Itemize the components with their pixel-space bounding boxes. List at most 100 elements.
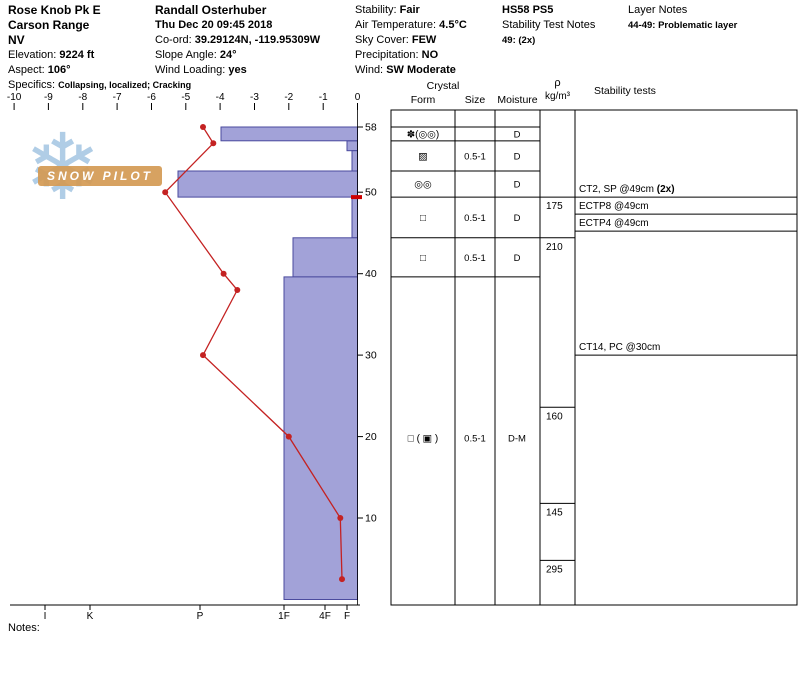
notes-label: Notes: xyxy=(8,622,40,634)
hardness-tick-label: P xyxy=(197,611,204,622)
moisture-value: D xyxy=(514,130,521,141)
form-header: Form xyxy=(410,94,436,106)
wind-label: Wind: xyxy=(355,64,384,76)
density-value: 295 xyxy=(546,564,563,575)
precip-label: Precipitation: xyxy=(355,49,419,61)
stability-label: Stability: xyxy=(355,4,397,16)
temp-tick-label: -5 xyxy=(181,92,190,103)
site-block: Rose Knob Pk E Carson Range NV Elevation… xyxy=(8,3,191,93)
hardness-tick-label: 1F xyxy=(278,611,290,622)
observer-name: Randall Osterhuber xyxy=(155,3,267,17)
temp-tick-label: -2 xyxy=(284,92,293,103)
wind-value: SW Moderate xyxy=(386,64,456,76)
stability-test: ECTP4 @49cm xyxy=(579,218,649,229)
temperature-point xyxy=(285,433,292,440)
stability-value: Fair xyxy=(399,4,420,16)
temperature-point xyxy=(337,515,344,521)
density-header: ρ xyxy=(554,77,561,89)
temp-tick-label: 0 xyxy=(355,92,361,103)
hardness-tick-label: K xyxy=(87,611,94,622)
wind-loading-label: Wind Loading: xyxy=(155,64,226,76)
wind-loading-line: Wind Loading: yes xyxy=(155,63,320,78)
stability-test: ECTP8 @49cm xyxy=(579,201,649,212)
site-name: Rose Knob Pk E xyxy=(8,3,101,17)
site-state: NV xyxy=(8,33,25,47)
snowpilot-logo: ❄ SNOW PILOT xyxy=(24,122,174,226)
hardness-bar xyxy=(346,140,358,152)
moisture-value: D xyxy=(514,180,521,191)
crystal-header: Crystal xyxy=(426,80,460,92)
hardness-tick-label: I xyxy=(44,611,47,622)
grain-form: ▨ xyxy=(418,152,427,163)
site-range: Carson Range xyxy=(8,18,90,32)
density-value: 160 xyxy=(546,411,563,422)
hardness-bar xyxy=(351,150,358,172)
temperature-point xyxy=(210,140,217,147)
grain-size: 0.5-1 xyxy=(464,213,486,224)
air-temp-label: Air Temperature: xyxy=(355,19,437,31)
temperature-point xyxy=(200,124,206,130)
depth-tick-label: 50 xyxy=(365,187,377,199)
moisture-value: D xyxy=(514,213,521,224)
grain-size: 0.5-1 xyxy=(464,152,486,163)
pit-summary: HS58 PS5 xyxy=(502,4,554,16)
elevation-value: 9224 ft xyxy=(59,49,95,61)
layer-notes-label: Layer Notes xyxy=(628,4,688,16)
density-units: kg/m³ xyxy=(545,91,570,102)
aspect-line: Aspect: 106° xyxy=(8,63,191,78)
temperature-point xyxy=(200,352,206,359)
grain-form: ✽(◎◎) xyxy=(407,130,440,141)
temp-tick-label: -8 xyxy=(78,92,87,103)
hardness-tick-label: 4F xyxy=(319,611,331,622)
temp-tick-label: -6 xyxy=(147,92,156,103)
stability-test-notes-label: Stability Test Notes xyxy=(502,19,596,31)
grain-form: □ xyxy=(420,213,426,224)
depth-tick-label: 58 xyxy=(365,122,377,134)
grain-form: ◎◎ xyxy=(414,180,431,191)
temperature-point xyxy=(234,287,241,293)
depth-tick-label: 40 xyxy=(365,268,377,280)
air-temp-line: Air Temperature: 4.5°C xyxy=(355,18,467,33)
elevation-label: Elevation: xyxy=(8,49,57,61)
temp-tick-label: -9 xyxy=(44,92,53,103)
specifics-label: Specifics: xyxy=(8,79,56,91)
coord-value: 39.29124N, -119.95309W xyxy=(194,34,321,46)
depth-tick-label: 10 xyxy=(365,513,377,525)
moisture-value: D xyxy=(514,152,521,163)
grain-size: 0.5-1 xyxy=(464,434,486,445)
grain-form: □ xyxy=(420,253,426,264)
hardness-bar xyxy=(220,126,358,142)
specifics-value: Collapsing, localized; Cracking xyxy=(58,80,192,90)
table-frame xyxy=(390,109,798,606)
coord-label: Co-ord: xyxy=(155,34,192,46)
stability-tests-header: Stability tests xyxy=(594,85,656,97)
moisture-value: D-M xyxy=(508,434,526,445)
stability-test: CT2, SP @49cm (2x) xyxy=(579,184,675,195)
temperature-point xyxy=(220,270,227,277)
pit-summary-block: HS58 PS5 Stability Test Notes 49: (2x) xyxy=(502,3,595,48)
slope-angle-value: 24° xyxy=(219,49,237,61)
snowpilot-logo-text: SNOW PILOT xyxy=(38,166,162,186)
slope-angle-label: Slope Angle: xyxy=(155,49,217,61)
layer-notes-block: Layer Notes 44-49: Problematic layer xyxy=(628,3,737,33)
temp-tick-label: -7 xyxy=(113,92,122,103)
precip-line: Precipitation: NO xyxy=(355,48,467,63)
coord-line: Co-ord: 39.29124N, -119.95309W xyxy=(155,33,320,48)
precip-value: NO xyxy=(421,49,439,61)
moisture-header: Moisture xyxy=(497,94,538,106)
observation-datetime: Thu Dec 20 09:45 2018 xyxy=(155,19,273,31)
stability-test: CT14, PC @30cm xyxy=(579,342,660,353)
temp-tick-label: -1 xyxy=(319,92,328,103)
depth-tick-label: 30 xyxy=(365,350,377,362)
depth-tick-label: 20 xyxy=(365,431,377,443)
sky-cover-line: Sky Cover: FEW xyxy=(355,33,467,48)
aspect-label: Aspect: xyxy=(8,64,45,76)
grain-form: □ ( ▣ ) xyxy=(408,434,438,445)
size-header: Size xyxy=(464,94,486,106)
wind-line: Wind: SW Moderate xyxy=(355,63,467,78)
density-value: 145 xyxy=(546,507,563,518)
stability-test-notes-value: 49: (2x) xyxy=(502,35,536,46)
moisture-value: D xyxy=(514,253,521,264)
